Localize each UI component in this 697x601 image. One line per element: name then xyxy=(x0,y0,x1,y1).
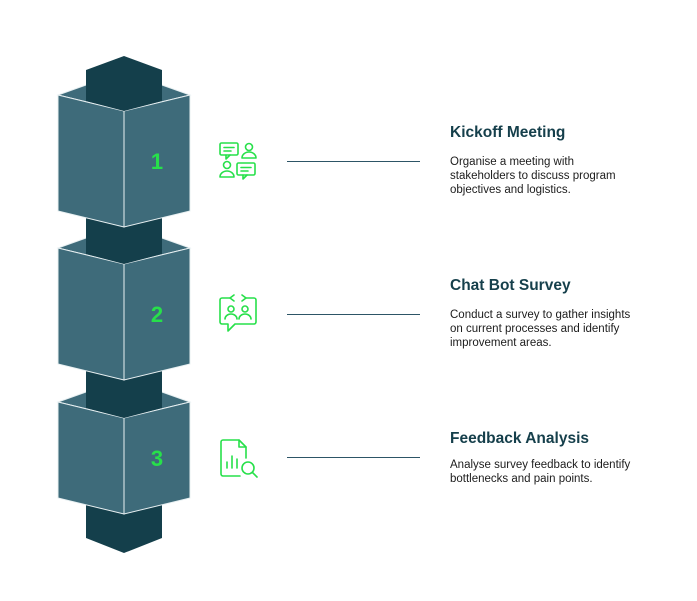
step-title: Feedback Analysis xyxy=(450,430,589,447)
step-number: 2 xyxy=(150,302,164,327)
chat-survey-icon xyxy=(219,294,257,332)
step-description: Conduct a survey to gather insights on c… xyxy=(450,309,631,349)
connector-line xyxy=(287,314,420,315)
meeting-icon xyxy=(219,142,257,180)
step-description: Organise a meeting with stakeholders to … xyxy=(450,156,616,196)
step-number: 3 xyxy=(150,446,164,471)
document-analysis-icon xyxy=(220,439,258,478)
step-title: Chat Bot Survey xyxy=(450,277,571,294)
connector-line xyxy=(287,457,420,458)
connector-block-top xyxy=(86,56,162,111)
step-number: 1 xyxy=(150,149,164,174)
step-description: Analyse survey feedback to identify bott… xyxy=(450,459,631,485)
connector-line xyxy=(287,161,420,162)
step-title: Kickoff Meeting xyxy=(450,124,566,141)
connector-block-bottom xyxy=(86,500,162,553)
